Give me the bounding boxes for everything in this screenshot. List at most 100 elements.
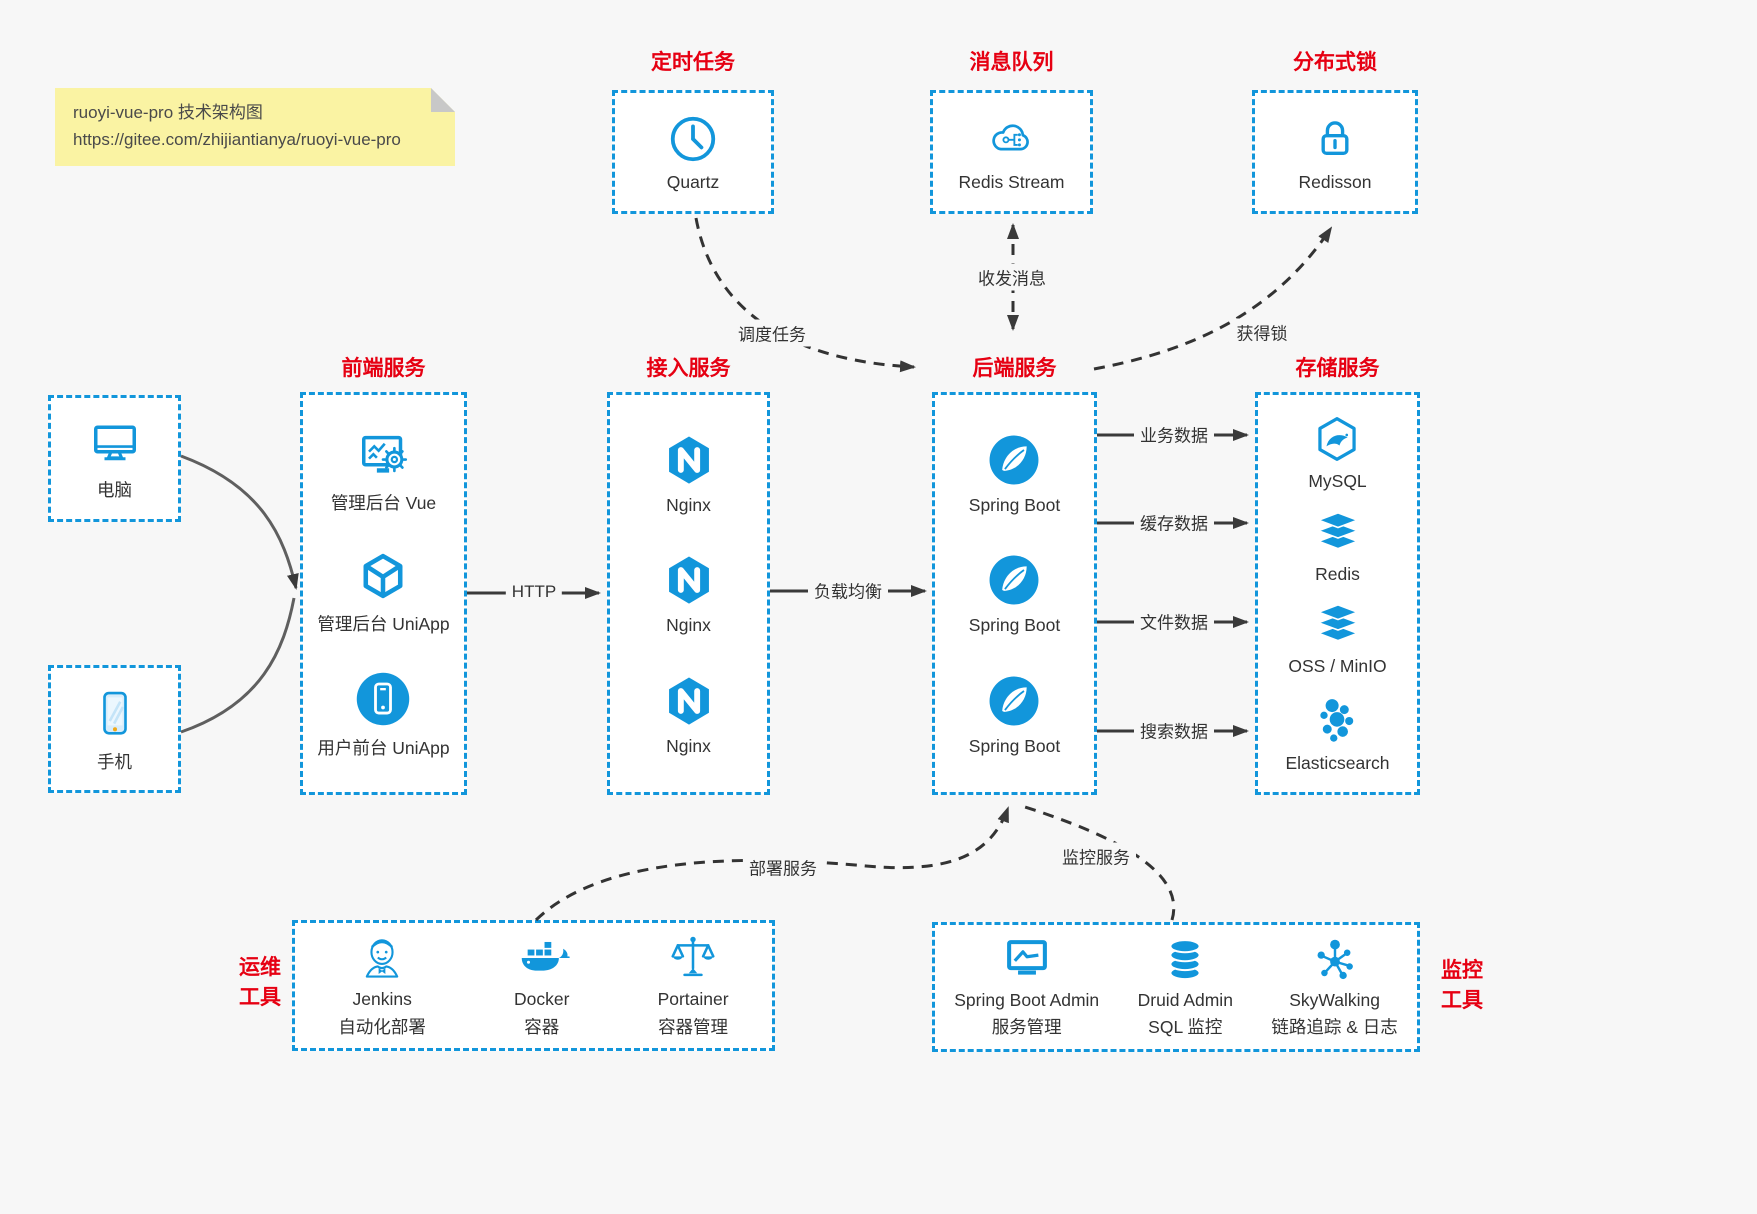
group-title-message-queue: 消息队列 [969, 51, 1054, 74]
phone-box: 手机 [48, 665, 181, 793]
nginx-icon [668, 435, 709, 484]
sticky-note: ruoyi-vue-pro 技术架构图 https://gitee.com/zh… [55, 88, 455, 166]
user-uniapp-label: 用户前台 UniApp [317, 737, 450, 758]
oss-minio-node: OSS / MinIO [1288, 602, 1387, 677]
edge-label-load-balance: 负载均衡 [808, 576, 888, 604]
backend-box: Spring Boot Spring Boot Spring Boot [932, 392, 1097, 795]
springboot-label: Spring Boot [968, 735, 1061, 756]
nginx-label: Nginx [666, 615, 711, 635]
springboot-node: Spring Boot [969, 672, 1060, 757]
edge-label-business-data: 业务数据 [1134, 420, 1214, 448]
ops-tools-box: Jenkins 自动化部署 Docker 容器 [292, 920, 775, 1051]
spring-boot-icon [990, 435, 1039, 484]
redisson-box: Redisson [1252, 90, 1418, 214]
phone-node: 手机 [87, 685, 143, 774]
edge-label-monitor-service: 监控服务 [1056, 842, 1136, 870]
phone-label: 手机 [97, 751, 132, 772]
database-icon [1169, 938, 1201, 980]
portainer-name: Portainer [657, 989, 729, 1010]
quartz-box: Quartz [612, 90, 774, 214]
druid-desc: SQL 监控 [1148, 1017, 1223, 1037]
column-title-storage: 存储服务 [1295, 357, 1380, 380]
edge-label-cache-data: 缓存数据 [1134, 508, 1214, 536]
admin-vue-node: 管理后台 Vue [331, 428, 436, 515]
springboot-node: Spring Boot [969, 431, 1060, 516]
edge-label-http: HTTP [505, 581, 563, 603]
skywalking-desc: 链路追踪 & 日志 [1271, 1017, 1398, 1037]
nginx-label: Nginx [666, 735, 711, 756]
frontend-box: 管理后台 Vue 管理后台 UniApp 用户前台 UniApp [300, 392, 467, 795]
desktop-icon [93, 425, 136, 461]
jenkins-name: Jenkins [352, 989, 412, 1010]
phone-icon [102, 691, 127, 735]
edge-label-deploy-service: 部署服务 [743, 853, 823, 881]
edge-label-acquire-lock: 获得锁 [1230, 318, 1294, 346]
druid-admin-node: Druid Admin SQL 监控 [1138, 934, 1233, 1041]
pc-box: 电脑 [48, 395, 181, 522]
monitor-tools-box: Spring Boot Admin 服务管理 Druid Admin SQL 监… [932, 922, 1420, 1052]
spring-boot-icon [990, 676, 1039, 725]
edge-label-file-data: 文件数据 [1134, 607, 1214, 635]
ops-tools-label: 运维 工具 [239, 956, 281, 1010]
druid-name: Druid Admin [1137, 989, 1233, 1010]
edge-label-message: 收发消息 [972, 263, 1052, 291]
redis-stack-icon [1315, 511, 1360, 550]
admin-uniapp-label: 管理后台 UniApp [317, 614, 450, 634]
mysql-node: MySQL [1308, 413, 1367, 492]
quartz-node: Quartz [666, 112, 720, 193]
group-title-distributed-lock: 分布式锁 [1293, 51, 1377, 74]
group-title-scheduled-task: 定时任务 [651, 51, 735, 74]
springboot-node: Spring Boot [969, 551, 1060, 636]
jenkins-node: Jenkins 自动化部署 [338, 931, 426, 1040]
admin-vue-icon [362, 435, 408, 473]
clock-icon [670, 116, 716, 161]
lock-icon [1321, 120, 1349, 155]
portainer-node: Portainer 容器管理 [658, 931, 729, 1040]
note-title: ruoyi-vue-pro 技术架构图 [73, 103, 263, 122]
elasticsearch-node: Elasticsearch [1285, 695, 1390, 774]
redisson-node: Redisson [1298, 112, 1372, 193]
elasticsearch-label: Elasticsearch [1285, 753, 1390, 774]
object-storage-icon [1315, 604, 1360, 642]
gateway-box: Nginx Nginx Nginx [607, 392, 770, 795]
spring-boot-icon [990, 555, 1039, 605]
jenkins-desc: 自动化部署 [338, 1016, 426, 1037]
pc-label: 电脑 [97, 480, 132, 500]
nginx-icon [668, 556, 709, 604]
edge-acquire-lock [1093, 226, 1333, 371]
docker-desc: 容器 [524, 1016, 560, 1037]
admin-uniapp-node: 管理后台 UniApp [317, 547, 450, 636]
docker-name: Docker [514, 989, 570, 1010]
admin-vue-label: 管理后台 Vue [330, 492, 437, 513]
skywalking-name: SkyWalking [1289, 989, 1380, 1010]
springboot-label: Spring Boot [968, 615, 1061, 635]
edge-label-schedule-task: 调度任务 [732, 319, 812, 347]
redis-stream-node: Redis Stream [958, 112, 1065, 193]
sba-name: Spring Boot Admin [954, 989, 1100, 1010]
skywalking-node: SkyWalking 链路追踪 & 日志 [1271, 934, 1398, 1041]
nginx-label: Nginx [666, 494, 711, 515]
redisson-label: Redisson [1298, 171, 1372, 192]
elasticsearch-icon [1320, 699, 1354, 742]
nginx-node: Nginx [660, 672, 718, 757]
springboot-label: Spring Boot [968, 494, 1061, 515]
monitor-tools-label: 监控 工具 [1441, 959, 1483, 1013]
column-title-backend: 后端服务 [972, 357, 1057, 380]
pc-node: 电脑 [84, 415, 146, 502]
nginx-icon [668, 676, 709, 725]
edge-label-search-data: 搜索数据 [1134, 716, 1214, 744]
portainer-scales-icon [671, 936, 715, 977]
nginx-node: Nginx [660, 551, 718, 636]
redis-label: Redis [1315, 563, 1360, 584]
note-folded-corner [431, 88, 455, 112]
redis-stream-label: Redis Stream [958, 171, 1065, 192]
redis-node: Redis [1312, 510, 1364, 585]
quartz-label: Quartz [666, 171, 720, 192]
user-uniapp-node: 用户前台 UniApp [317, 669, 450, 760]
cloud-stream-icon [992, 123, 1030, 150]
mysql-icon [1318, 416, 1357, 461]
oss-minio-label: OSS / MinIO [1288, 656, 1387, 677]
sba-desc: 服务管理 [991, 1017, 1062, 1037]
